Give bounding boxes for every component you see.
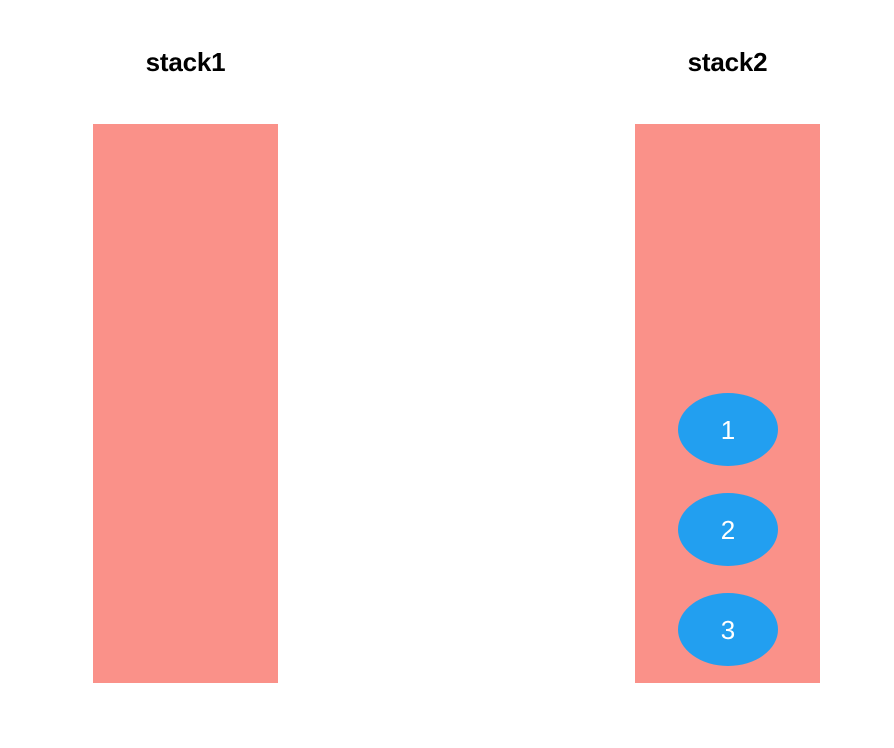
stack-item[interactable]: 2 xyxy=(678,493,778,566)
stack-label-stack2: stack2 xyxy=(687,47,768,77)
stack-item[interactable]: 3 xyxy=(678,593,778,666)
stack-group-stack2: stack2 1 2 3 xyxy=(635,0,820,748)
stack-item[interactable]: 1 xyxy=(678,393,778,466)
stack-items-stack1 xyxy=(93,124,278,683)
stack-column-stack1[interactable] xyxy=(93,124,278,683)
stack-items-stack2: 1 2 3 xyxy=(635,124,820,683)
stack-label-stack1: stack1 xyxy=(145,47,226,77)
stack-group-stack1: stack1 xyxy=(93,0,278,748)
